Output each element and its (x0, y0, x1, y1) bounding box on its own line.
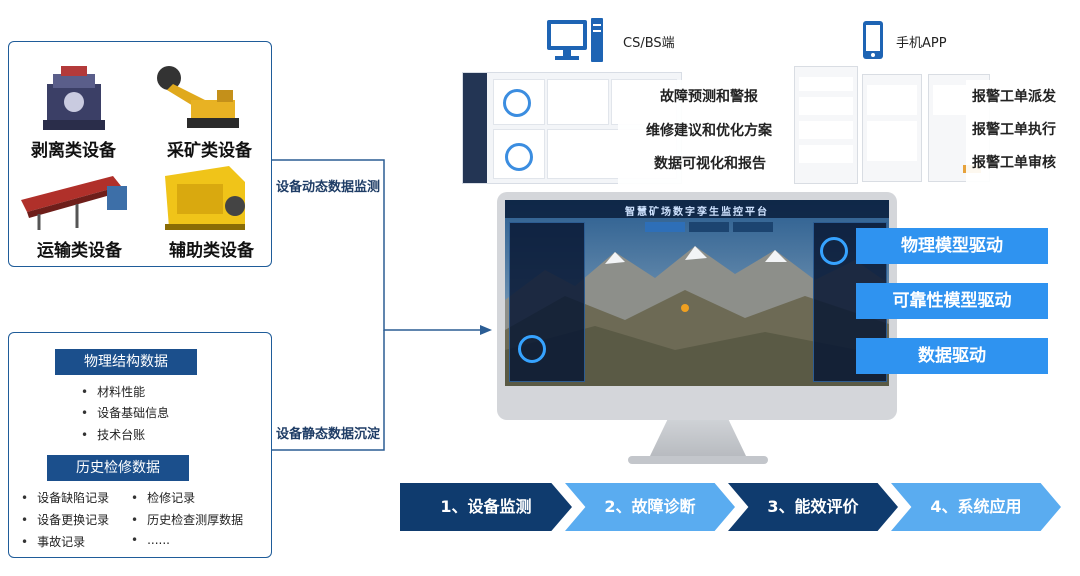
monitor-screen-title: 智慧矿场数字孪生监控平台 (625, 207, 769, 218)
monitor-screen: 智慧矿场数字孪生监控平台 (505, 200, 889, 386)
monitor-base (628, 456, 768, 464)
equipment-label-auxiliary: 辅助类设备 (169, 241, 254, 261)
phone-screenshot (794, 66, 858, 184)
list-item: 设备更换记录 (21, 511, 109, 528)
list-item: 设备缺陷记录 (21, 489, 109, 506)
step-device-monitoring: 1、设备监测 (400, 483, 572, 531)
app-feature: 报警工单派发 (972, 89, 1056, 105)
conveyor-illustration (21, 176, 127, 230)
app-feature: 报警工单审核 (972, 155, 1056, 171)
list-item: 历史检查测厚数据 (131, 511, 243, 528)
desktop-computer-icon (547, 18, 603, 62)
step-efficiency-evaluation: 3、能效评价 (728, 483, 898, 531)
physical-structure-header: 物理结构数据 (55, 349, 197, 375)
dynamic-monitoring-label: 设备动态数据监测 (276, 180, 381, 195)
driver-physical-model: 物理模型驱动 (856, 228, 1048, 264)
app-feature: 报警工单执行 (972, 122, 1056, 138)
list-item: 事故记录 (21, 533, 85, 550)
step-system-application: 4、系统应用 (891, 483, 1061, 531)
cs-sidebar (463, 73, 487, 183)
maintenance-history-header: 历史检修数据 (47, 455, 189, 481)
crusher-illustration (43, 66, 105, 130)
equipment-label-stripping: 剥离类设备 (31, 141, 116, 161)
roadheader-illustration (157, 66, 239, 128)
list-item: 检修记录 (131, 489, 195, 506)
equipment-label-transport: 运输类设备 (37, 241, 122, 261)
screen-left-panel (509, 222, 585, 382)
cs-bs-caption: CS/BS端 (623, 36, 675, 51)
cs-feature: 维修建议和优化方案 (646, 123, 772, 139)
monitor-stand (650, 420, 746, 456)
list-item: ...... (131, 533, 170, 547)
static-data-panel: 物理结构数据 材料性能 设备基础信息 技术台账 历史检修数据 设备缺陷记录 设备… (8, 332, 272, 558)
cs-feature: 故障预测和警报 (660, 89, 758, 105)
list-item: 技术台账 (81, 426, 145, 443)
driver-reliability-model: 可靠性模型驱动 (856, 283, 1048, 319)
phone-screenshot (862, 74, 922, 182)
cs-feature: 数据可视化和报告 (654, 156, 766, 172)
static-deposition-label: 设备静态数据沉淀 (276, 427, 381, 442)
list-item: 材料性能 (81, 383, 145, 400)
list-item: 设备基础信息 (81, 404, 169, 421)
impact-crusher-illustration (165, 166, 245, 230)
step-fault-diagnosis: 2、故障诊断 (565, 483, 735, 531)
equipment-label-mining: 采矿类设备 (167, 141, 252, 161)
equipment-panel: 剥离类设备 采矿类设备 运输类设备 辅助类设备 (8, 41, 272, 267)
mobile-app-caption: 手机APP (896, 36, 947, 51)
driver-data: 数据驱动 (856, 338, 1048, 374)
mobile-phone-icon (863, 21, 883, 59)
